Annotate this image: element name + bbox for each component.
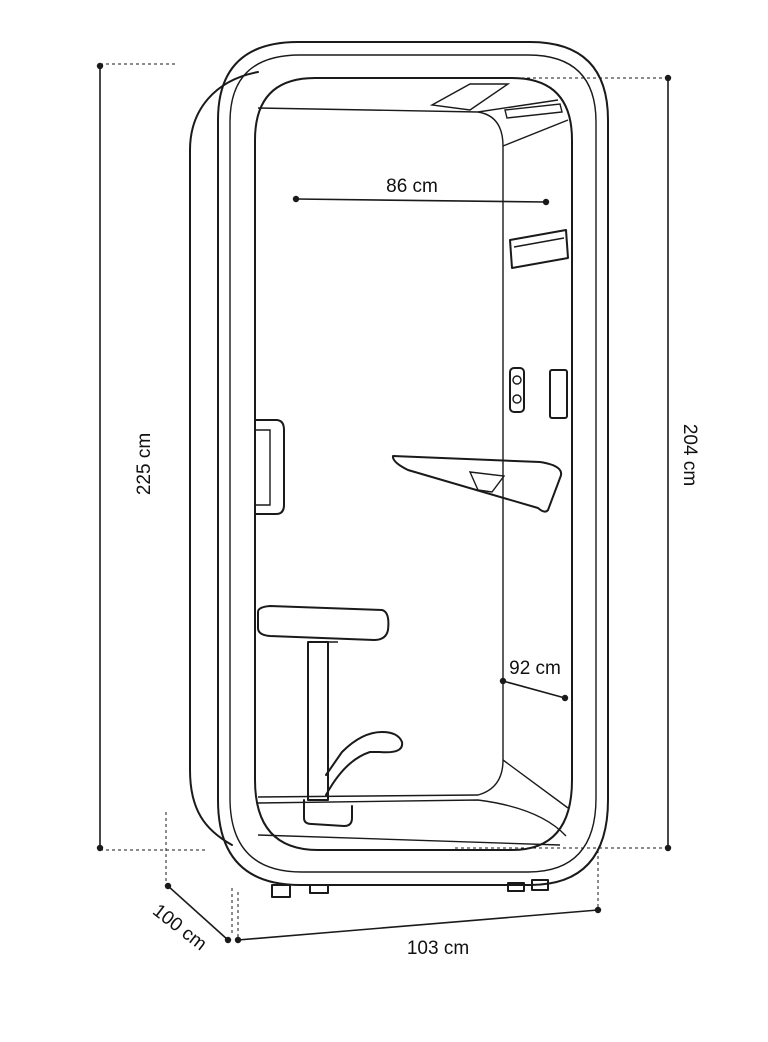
dimension-total-height: 225 cm	[96, 62, 205, 852]
ventilation-panel	[509, 229, 569, 269]
label-depth: 100 cm	[148, 900, 210, 955]
light-switch	[549, 369, 568, 419]
booth-feet	[271, 879, 549, 898]
power-outlet	[509, 367, 525, 413]
dimension-inner-depth: 92 cm	[499, 658, 569, 702]
label-total-height: 225 cm	[134, 433, 155, 495]
dimension-depth: 100 cm	[148, 812, 233, 955]
label-inner-width: 86 cm	[386, 176, 438, 197]
dimension-inner-height: 204 cm	[455, 74, 700, 852]
dimension-inner-width: 86 cm	[292, 176, 550, 206]
door-handle	[255, 419, 285, 515]
label-inner-depth: 92 cm	[509, 658, 561, 679]
booth-outer-shell	[189, 41, 609, 886]
stool	[257, 605, 404, 827]
desk-shelf	[391, 455, 562, 513]
label-inner-height: 204 cm	[679, 424, 700, 486]
label-width: 103 cm	[407, 938, 469, 959]
booth-interior	[257, 83, 569, 846]
booth-inner-frame	[254, 77, 573, 851]
dimension-width: 103 cm	[234, 850, 602, 959]
